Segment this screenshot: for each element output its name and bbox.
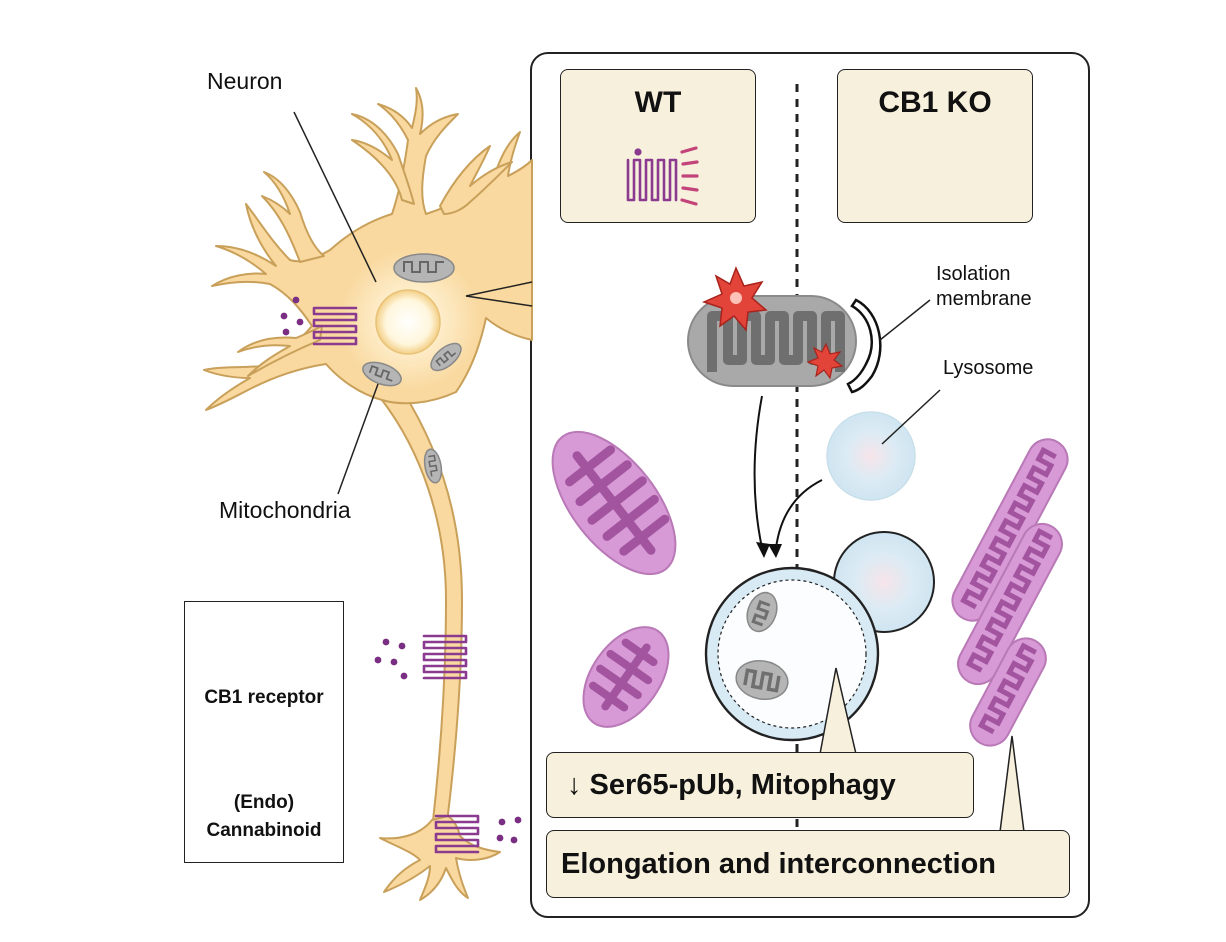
elongation-callout-text: Elongation and interconnection [561, 847, 996, 880]
dendrite-upper-left [261, 171, 325, 263]
isolation-membrane [846, 298, 882, 394]
arrowhead-mito [756, 542, 770, 558]
ko-title: CB1 KO [878, 86, 992, 119]
legend-endo-label: (Endo) [233, 792, 295, 813]
ros-burst-large-core [730, 292, 742, 304]
wt-mitochondrion-small [582, 626, 670, 728]
mitochondria-leader-line [337, 383, 379, 495]
neuron-label: Neuron [207, 68, 283, 94]
mito-small-4 [423, 448, 443, 484]
dendrite-lower-left [237, 325, 323, 377]
engulfed-mitochondria [735, 591, 789, 700]
mitophagy-callout-text: ↓ Ser65-pUb, Mitophagy [567, 768, 896, 801]
isolation-membrane-label-1: Isolation [936, 263, 1011, 285]
cb1-receptor-terminal [434, 814, 480, 854]
arrowhead-lysosome [768, 544, 782, 558]
axon-terminal [379, 815, 501, 901]
ko-elongated-mitochondria [951, 438, 1069, 747]
isolation-membrane-label-2: membrane [936, 288, 1032, 310]
arrow-mito-to-autophagosome [753, 395, 763, 549]
dendrite-top [351, 113, 415, 205]
wt-box: WT [560, 69, 756, 223]
wt-receptor-icon [626, 146, 699, 206]
axon [381, 389, 463, 831]
isolation-membrane-leader [879, 299, 931, 341]
mitophagy-callout: ↓ Ser65-pUb, Mitophagy [546, 752, 974, 818]
neuron-leader-line [293, 111, 377, 283]
neuron-mitochondria [362, 253, 462, 484]
legend-cannabinoid-label: Cannabinoid [206, 820, 322, 841]
ros-burst-small [806, 342, 844, 380]
neuron-cb1-receptors [312, 306, 480, 854]
lysosome-leader [881, 389, 941, 445]
arrow-lysosome-to-autophagosome [775, 479, 823, 549]
dendrite-top-right [439, 145, 513, 215]
callout-pointer-elongation [999, 735, 1025, 833]
ko-box: CB1 KO [837, 69, 1033, 223]
mito-small-1 [393, 253, 455, 283]
legend-cb1-label: CB1 receptor [204, 687, 324, 708]
wt-title: WT [634, 86, 682, 119]
mito-small-3 [430, 342, 462, 372]
cb1-receptor-axon [422, 634, 468, 680]
nucleus [375, 289, 441, 355]
legend: CB1 receptor (Endo) Cannabinoid [184, 601, 344, 863]
lysosome-label: Lysosome [943, 357, 1034, 379]
mito-small-2 [362, 361, 402, 387]
wt-mitochondrion-large [551, 430, 677, 576]
cb1-receptor-soma [312, 306, 358, 346]
neuron-ligand-dots [280, 296, 522, 844]
elongation-callout: Elongation and interconnection [546, 830, 1070, 898]
zoom-wedge [465, 281, 533, 307]
mitochondria-label: Mitochondria [219, 497, 351, 523]
